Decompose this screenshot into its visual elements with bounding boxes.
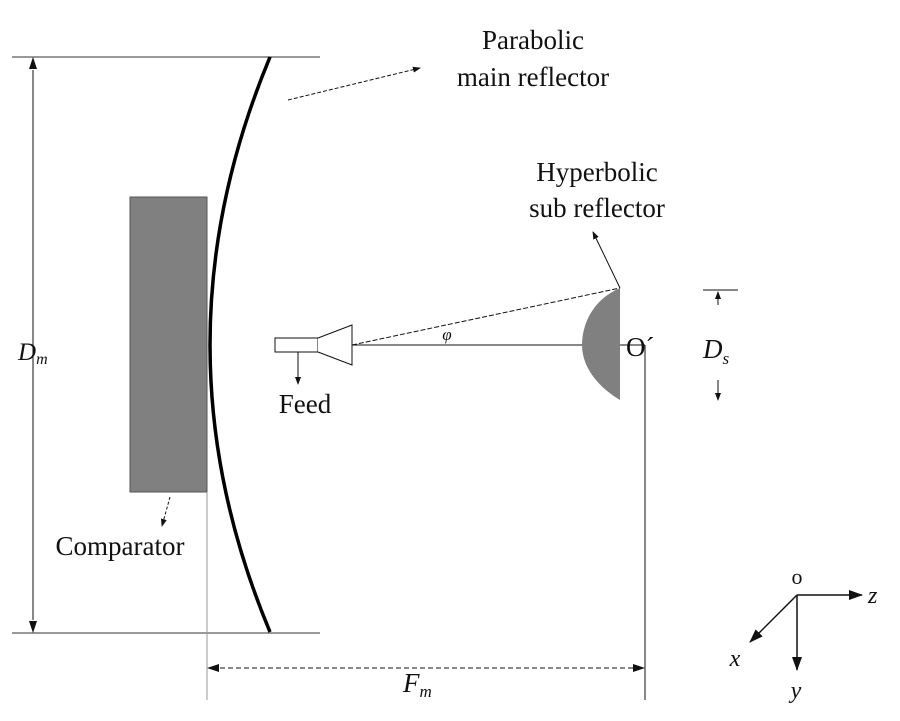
focal-length-label: Fm: [402, 668, 432, 701]
z-axis-label: z: [867, 583, 878, 609]
x-axis-label: x: [729, 646, 741, 672]
main-reflector-label-1: Parabolic: [482, 25, 584, 55]
feed-label: Feed: [279, 389, 332, 419]
feed-waveguide: [274, 337, 319, 353]
angle-label: φ: [442, 325, 451, 344]
sub-reflector-label-1: Hyperbolic: [536, 157, 657, 187]
comparator-block: [129, 196, 208, 493]
x-axis-arrow: [749, 594, 798, 643]
parabolic-main-reflector: [208, 56, 272, 633]
main-reflector-pointer: [287, 66, 421, 101]
hyperbolic-sub-reflector: [582, 288, 620, 400]
main-diameter-label: Dm: [17, 339, 48, 368]
sub-reflector-label-2: sub reflector: [529, 193, 665, 223]
feed-horn: [317, 324, 353, 366]
main-reflector-label-2: main reflector: [457, 62, 609, 92]
edge-ray: [351, 287, 621, 346]
comparator-pointer: [160, 496, 171, 527]
origin-label: o: [792, 564, 803, 589]
sub-reflector-pointer: [592, 231, 621, 289]
comparator-label: Comparator: [56, 531, 185, 561]
y-axis-label: y: [789, 678, 802, 704]
sub-diameter-label: Ds: [702, 334, 730, 368]
focus-label: O´: [626, 332, 655, 362]
